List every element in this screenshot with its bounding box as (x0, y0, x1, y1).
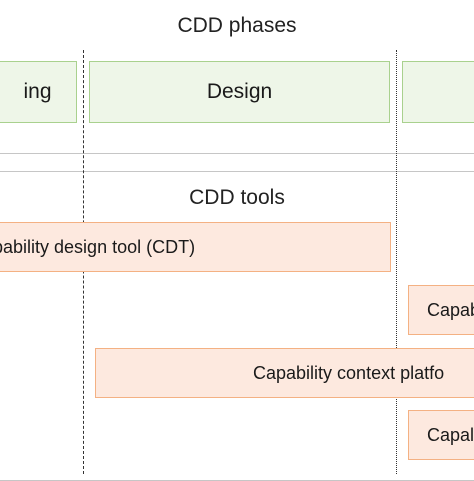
tool-capability-right-top: Capab (408, 285, 474, 335)
phase-planning-box: ing (0, 61, 77, 123)
phase-next-box (402, 61, 474, 123)
phase-planning-label: ing (23, 80, 52, 103)
tool-capability-right-top-label: Capab (427, 299, 474, 320)
tool-capability-context-platform-label: Capability context platfo (253, 362, 445, 383)
phase-design-label: Design (206, 80, 273, 103)
tool-capability-context-platform: Capability context platfo (95, 348, 474, 398)
tools-panel (0, 171, 474, 481)
tool-capability-right-bottom-label: Capal (427, 424, 474, 445)
phase-boundary-line-right (396, 50, 397, 474)
tool-capability-design-tool: bability design tool (CDT) (0, 222, 391, 272)
phase-design-box: Design (89, 61, 390, 123)
tool-capability-right-bottom: Capal (408, 410, 474, 460)
phases-panel-title: CDD phases (177, 14, 297, 37)
tool-capability-design-tool-label: bability design tool (CDT) (0, 236, 196, 257)
tools-panel-title: CDD tools (189, 186, 285, 209)
